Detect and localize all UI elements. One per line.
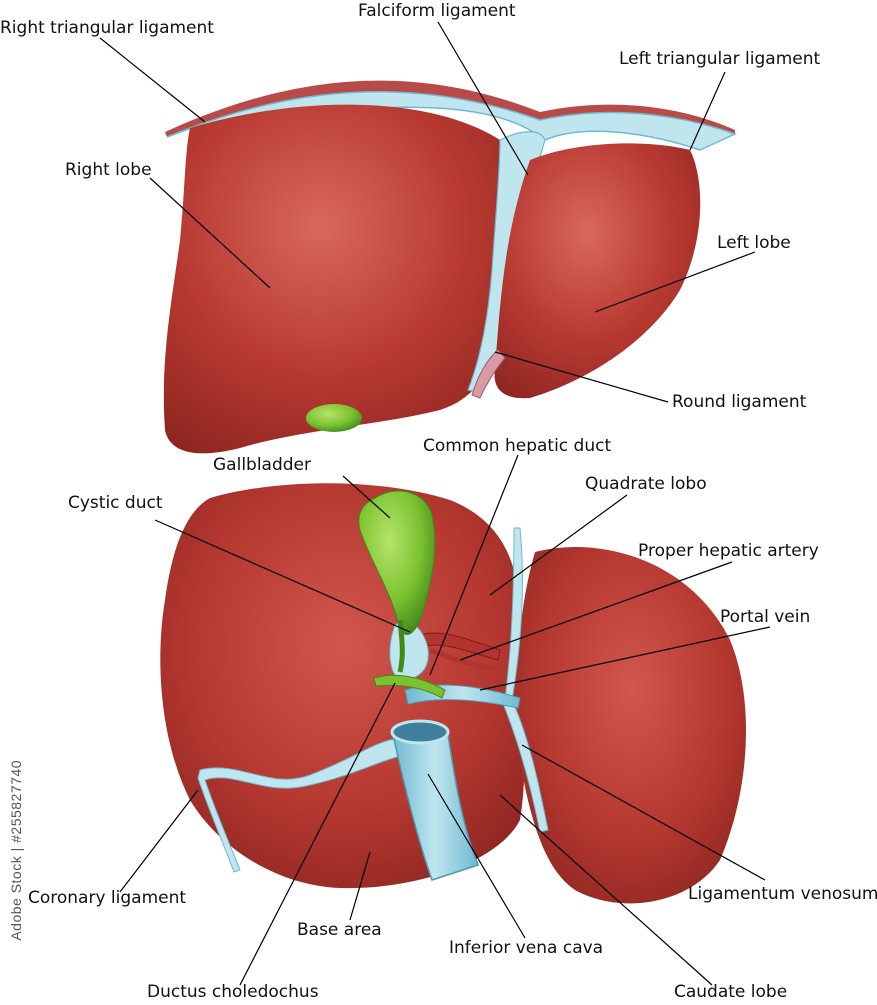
- label-cystic-duct: Cystic duct: [68, 493, 163, 513]
- leader-lines: [99, 21, 771, 986]
- left-lobe-top: [494, 143, 701, 399]
- label-base-area: Base area: [297, 920, 382, 940]
- stock-watermark: Adobe Stock | #255827740: [8, 760, 24, 941]
- label-inferior-vena-cava: Inferior vena cava: [449, 938, 604, 958]
- label-ligamentum-venosum: Ligamentum venosum: [688, 884, 877, 904]
- label-caudate-lobe: Caudate lobe: [674, 982, 788, 1002]
- label-round-ligament: Round ligament: [672, 392, 807, 412]
- label-right-lobe: Right lobe: [65, 160, 152, 180]
- right-lobe-top: [163, 104, 514, 454]
- label-quadrate-lobo: Quadrate lobo: [585, 474, 707, 494]
- ligamentum-venosum-shape: [503, 527, 549, 833]
- label-left-triangular-ligament: Left triangular ligament: [619, 49, 821, 69]
- label-gallbladder: Gallbladder: [213, 455, 311, 475]
- ductus-choledochus-shape: [373, 674, 446, 699]
- left-lobe-bottom: [517, 546, 747, 904]
- label-coronary-ligament: Coronary ligament: [28, 888, 187, 908]
- label-common-hepatic-duct: Common hepatic duct: [423, 436, 612, 456]
- round-ligament-shape: [471, 349, 506, 399]
- gallbladder-tip-top: [306, 404, 362, 432]
- gallbladder-shape: [358, 490, 436, 635]
- label-ductus-choledochus: Ductus choledochus: [147, 982, 319, 1002]
- label-proper-hepatic-artery: Proper hepatic artery: [638, 541, 819, 561]
- label-left-lobe: Left lobe: [717, 233, 791, 253]
- diaphragm-strip: [165, 80, 735, 137]
- label-portal-vein: Portal vein: [720, 607, 811, 627]
- right-lobe-bottom: [160, 483, 525, 889]
- ivc-opening: [390, 719, 450, 745]
- label-right-triangular-ligament: Right triangular ligament: [0, 18, 214, 38]
- label-falciform-ligament: Falciform ligament: [358, 1, 516, 21]
